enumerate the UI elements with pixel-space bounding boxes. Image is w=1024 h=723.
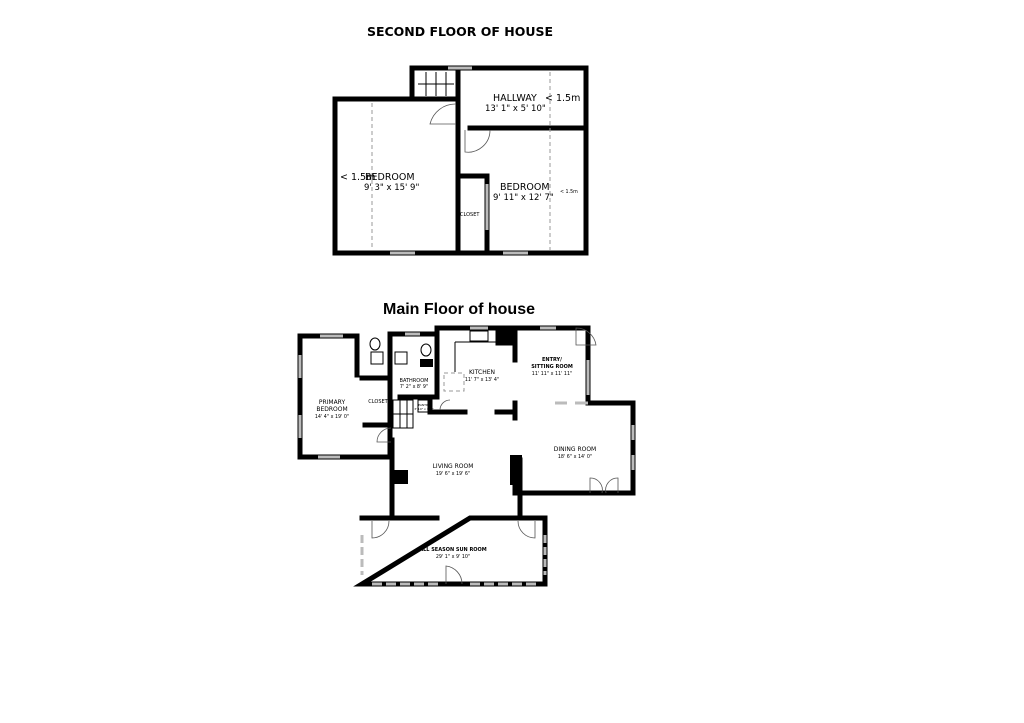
dining-room-dims: 18' 6" x 14' 0" — [558, 454, 592, 460]
main-floor-title: Main Floor of house — [383, 301, 535, 318]
closet-name: CLOSET — [368, 399, 388, 405]
dining-room-name: DINING ROOM — [554, 446, 596, 453]
main-floor-plan: Main Floor of house — [297, 301, 636, 587]
second-bedroom-1-name: BEDROOM — [365, 172, 415, 183]
second-floor-plan: SECOND FLOOR OF HOUSE < 1.5m BEDROOM 9' … — [332, 24, 589, 256]
sun-room-name: ALL SEASON SUN ROOM — [419, 547, 487, 553]
entry-name2: SITTING ROOM — [531, 364, 573, 370]
bathroom-dims: 7' 2" x 8' 9" — [400, 384, 428, 390]
living-room-name: LIVING ROOM — [433, 463, 474, 470]
primary-bedroom-dims: 14' 4" x 19' 0" — [315, 414, 349, 420]
entry-dims: 11' 11" x 11' 11" — [532, 371, 572, 377]
second-floor-title: SECOND FLOOR OF HOUSE — [367, 24, 553, 39]
primary-bedroom-name: PRIMARY — [319, 399, 346, 406]
living-room-dims: 19' 6" x 19' 6" — [436, 471, 470, 477]
kitchen-name: KITCHEN — [469, 369, 495, 376]
hallway-dims: 13' 1" x 5' 10" — [485, 104, 546, 114]
second-bedroom-1-dims: 9' 3" x 15' 9" — [364, 183, 419, 193]
primary-bedroom-name2: BEDROOM — [316, 406, 347, 413]
kitchen-dims: 11' 7" x 13' 4" — [465, 377, 499, 383]
sun-room-windows — [360, 535, 547, 586]
second-bedroom-2-name: BEDROOM — [500, 182, 550, 193]
hallway-note: < 1.5m — [545, 93, 580, 104]
pantry-name: PANTRY — [418, 403, 430, 407]
entry-name: ENTRY/ — [542, 357, 562, 363]
hallway-name: HALLWAY — [493, 93, 537, 104]
bathroom-name: BATHROOM — [400, 378, 429, 384]
second-bedroom-2-note: < 1.5m — [560, 189, 578, 195]
second-bedroom-1-note: < 1.5m — [340, 172, 375, 183]
second-closet-name: CLOSET — [460, 212, 480, 218]
pantry-dims: 3' 10" x 3' 1" — [414, 407, 434, 411]
sun-room-dims: 29' 1" x 9' 10" — [436, 554, 470, 560]
second-bedroom-2-dims: 9' 11" x 12' 7" — [493, 193, 554, 203]
